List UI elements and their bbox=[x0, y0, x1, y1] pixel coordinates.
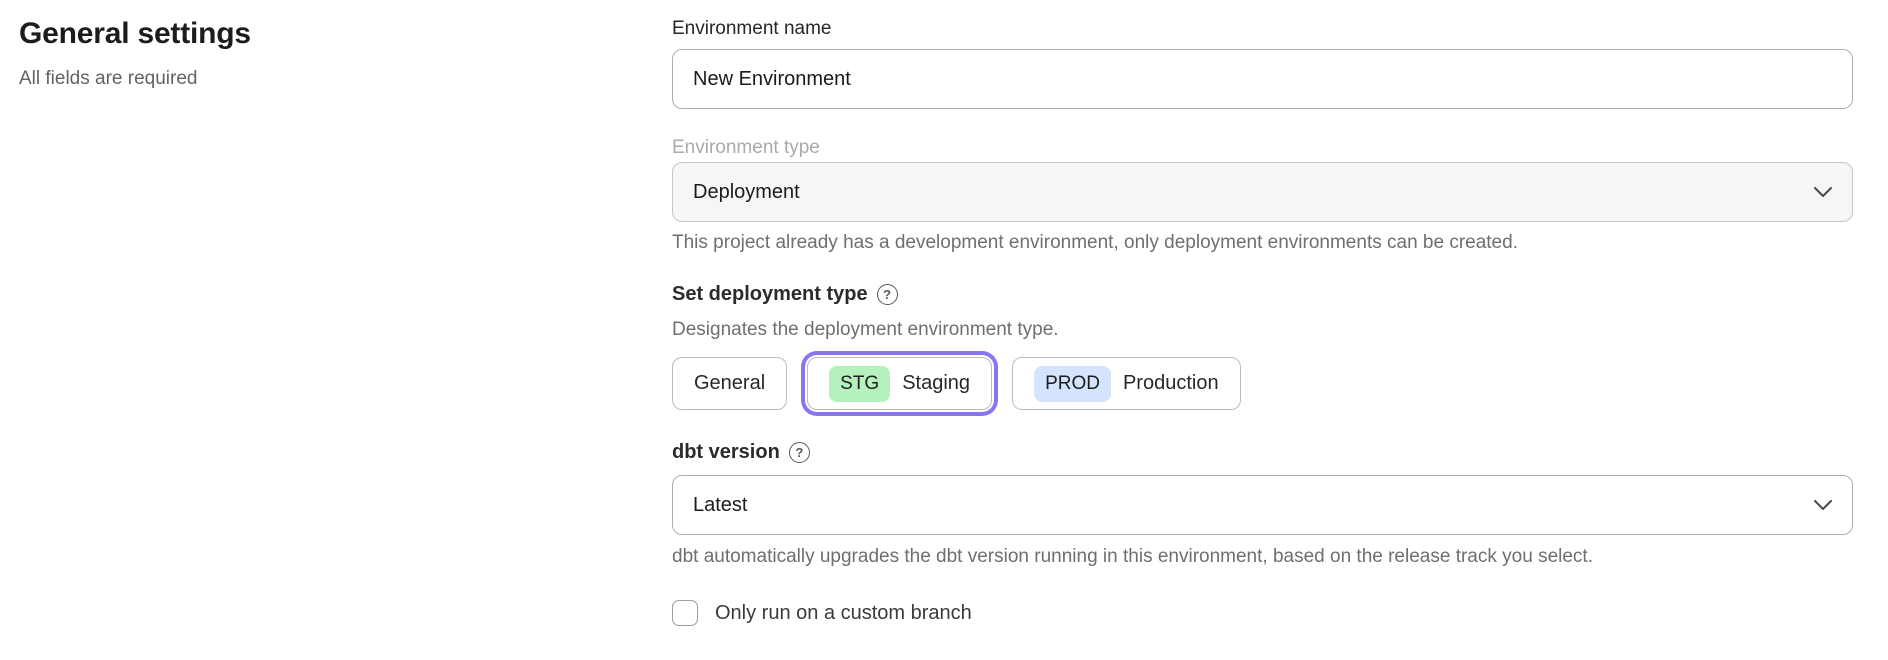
deployment-type-production-button[interactable]: PROD Production bbox=[1012, 357, 1241, 410]
deployment-type-staging-button[interactable]: STG Staging bbox=[807, 357, 993, 410]
settings-intro: General settings All fields are required bbox=[19, 14, 539, 91]
environment-name-input[interactable] bbox=[672, 49, 1853, 109]
deployment-type-description: Designates the deployment environment ty… bbox=[672, 319, 1059, 340]
help-icon[interactable]: ? bbox=[788, 442, 810, 463]
page-subtitle: All fields are required bbox=[19, 68, 198, 89]
custom-branch-label[interactable]: Only run on a custom branch bbox=[715, 601, 972, 624]
chevron-down-icon bbox=[1814, 186, 1832, 197]
production-badge: PROD bbox=[1034, 365, 1111, 402]
dbt-version-heading-row: dbt version ? bbox=[672, 440, 810, 465]
custom-branch-checkbox[interactable] bbox=[672, 600, 698, 626]
help-icon[interactable]: ? bbox=[876, 284, 898, 305]
dbt-version-value: Latest bbox=[693, 493, 748, 516]
deployment-type-production-label: Production bbox=[1122, 372, 1219, 394]
environment-form: Environment name Environment type Deploy… bbox=[672, 0, 1853, 660]
dbt-version-select[interactable]: Latest bbox=[672, 475, 1853, 535]
chevron-down-icon bbox=[1814, 499, 1832, 510]
deployment-type-staging-label: Staging bbox=[902, 372, 971, 394]
environment-type-value: Deployment bbox=[693, 180, 800, 203]
deployment-type-heading-row: Set deployment type ? bbox=[672, 282, 898, 307]
deployment-type-heading: Set deployment type bbox=[672, 283, 868, 305]
environment-type-label: Environment type bbox=[672, 137, 820, 158]
environment-name-label: Environment name bbox=[672, 18, 832, 39]
environment-type-helper: This project already has a development e… bbox=[672, 232, 1518, 253]
custom-branch-row: Only run on a custom branch bbox=[672, 600, 972, 626]
dbt-version-helper: dbt automatically upgrades the dbt versi… bbox=[672, 546, 1593, 567]
dbt-version-heading: dbt version bbox=[672, 441, 780, 463]
environment-type-select[interactable]: Deployment bbox=[672, 162, 1853, 222]
deployment-type-options: General STG Staging PROD Production bbox=[672, 357, 1241, 410]
page-title: General settings bbox=[19, 17, 251, 50]
deployment-type-general-label: General bbox=[694, 372, 766, 394]
deployment-type-general-button[interactable]: General bbox=[672, 357, 788, 410]
staging-badge: STG bbox=[829, 365, 891, 402]
